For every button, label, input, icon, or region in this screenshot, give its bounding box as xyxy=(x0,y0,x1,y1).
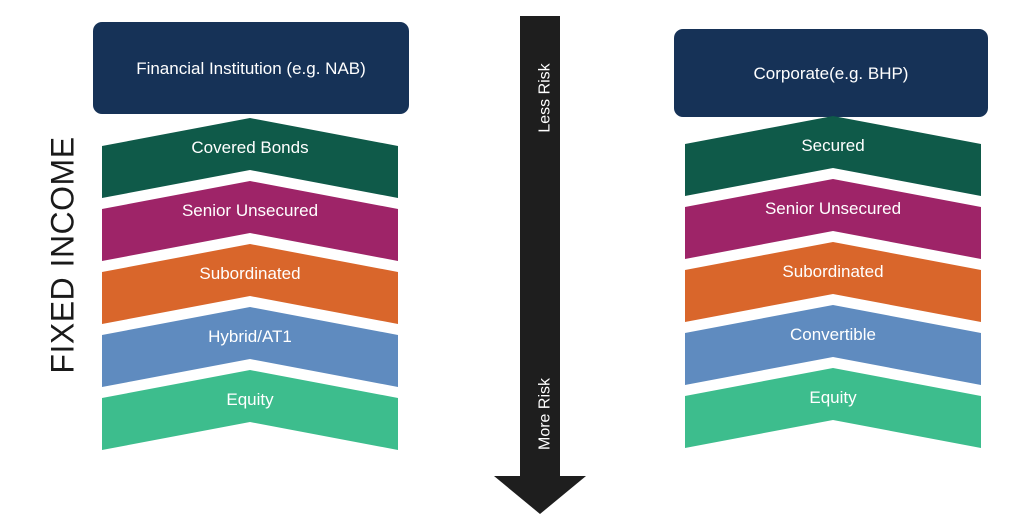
risk-arrow-shaft xyxy=(520,16,560,476)
financial-institution-tier-label: Hybrid/AT1 xyxy=(208,327,292,346)
financial-institution-header: Financial Institution (e.g. NAB) xyxy=(93,22,409,114)
corporate-tier: Convertible xyxy=(685,305,981,385)
financial-institution-tier: Subordinated xyxy=(102,244,398,324)
corporate-tier-chevron xyxy=(685,305,981,385)
corporate-tier-chevron xyxy=(685,179,981,259)
financial-institution-tier-chevron xyxy=(102,244,398,324)
corporate-header-text: Corporate(e.g. BHP) xyxy=(753,63,909,83)
corporate-header: Corporate(e.g. BHP) xyxy=(674,29,988,117)
financial-institution-tier: Senior Unsecured xyxy=(102,181,398,261)
corporate-tier-label: Senior Unsecured xyxy=(765,199,901,218)
corporate-tier-chevron xyxy=(685,368,981,448)
financial-institution-tier-chevron xyxy=(102,307,398,387)
corporate-tier-label: Equity xyxy=(809,388,857,407)
financial-institution-tier-chevron xyxy=(102,118,398,198)
corporate-tier: Equity xyxy=(685,368,981,448)
corporate-tier: Secured xyxy=(685,116,981,196)
fixed-income-label: FIXED INCOME xyxy=(38,75,88,435)
financial-institution-tier-label: Senior Unsecured xyxy=(182,201,318,220)
financial-institution-tier-chevron xyxy=(102,181,398,261)
risk-arrow-head xyxy=(494,476,586,514)
corporate-tier: Subordinated xyxy=(685,242,981,322)
less-risk-label: Less Risk xyxy=(537,62,554,132)
financial-institution-tier-label: Subordinated xyxy=(199,264,300,283)
corporate-tier-label: Subordinated xyxy=(782,262,883,281)
fixed-income-text: FIXED INCOME xyxy=(44,136,81,374)
financial-institution-tier-label: Equity xyxy=(226,390,274,409)
financial-institution-header-text: Financial Institution (e.g. NAB) xyxy=(136,58,366,78)
corporate-tier: Senior Unsecured xyxy=(685,179,981,259)
risk-arrow: Less Risk More Risk xyxy=(494,16,586,514)
financial-institution-tier-label: Covered Bonds xyxy=(191,138,308,157)
financial-institution-tier: Equity xyxy=(102,370,398,450)
corporate-tier-label: Secured xyxy=(801,136,864,155)
corporate-tier-label: Convertible xyxy=(790,325,876,344)
financial-institution-tier: Hybrid/AT1 xyxy=(102,307,398,387)
corporate-tier-chevron xyxy=(685,242,981,322)
financial-institution-tier-chevron xyxy=(102,370,398,450)
financial-institution-tier: Covered Bonds xyxy=(102,118,398,198)
corporate-tier-chevron xyxy=(685,116,981,196)
more-risk-label: More Risk xyxy=(537,377,554,450)
